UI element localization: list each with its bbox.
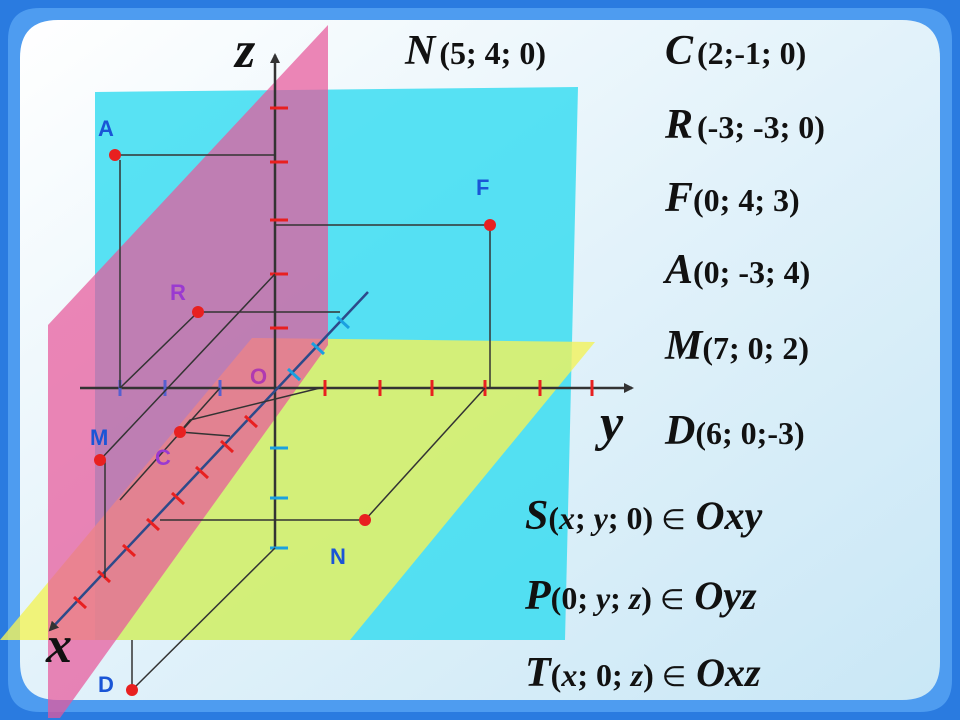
points [94,149,496,696]
point-label-f: F [476,175,490,200]
point-label-d: D [98,672,114,697]
point-f-dot [484,219,496,231]
coord-a: A(0; -3; 4) [665,247,811,293]
projection-lines [99,154,491,691]
point-label-a: A [98,116,114,141]
point-c-dot [174,426,186,438]
point-label-r: R [170,280,186,305]
rule-oxy: S(x; y; 0)∈Oxy [525,493,763,539]
point-label-m: M [90,425,109,450]
coord-n: N (5; 4; 0) [405,28,546,74]
coord-c: C (2;-1; 0) [665,28,807,74]
coord-f: F(0; 4; 3) [665,175,800,221]
coord-r: R (-3; -3; 0) [665,102,825,148]
z-axis-label: z [235,22,256,79]
point-n-dot [359,514,371,526]
z-axis-ticks [270,106,288,550]
rule-oxz: T(x; 0; z)∈Oxz [525,650,761,696]
point-d-dot [126,684,138,696]
y-axis-label: y [600,395,624,452]
point-m-dot [94,454,106,466]
rule-oyz: P(0; y; z)∈Oyz [525,573,757,619]
plane-oxz [48,25,328,718]
coord-m: M(7; 0; 2) [665,323,809,369]
point-a-dot [109,149,121,161]
point-r-dot [192,306,204,318]
coord-d: D(6; 0;-3) [665,408,805,454]
x-axis-label: x [46,617,72,674]
point-label-n: N [330,544,346,569]
point-label-c: C [155,445,171,470]
x-axis-ticks [72,315,351,610]
origin-label: O [250,364,268,389]
